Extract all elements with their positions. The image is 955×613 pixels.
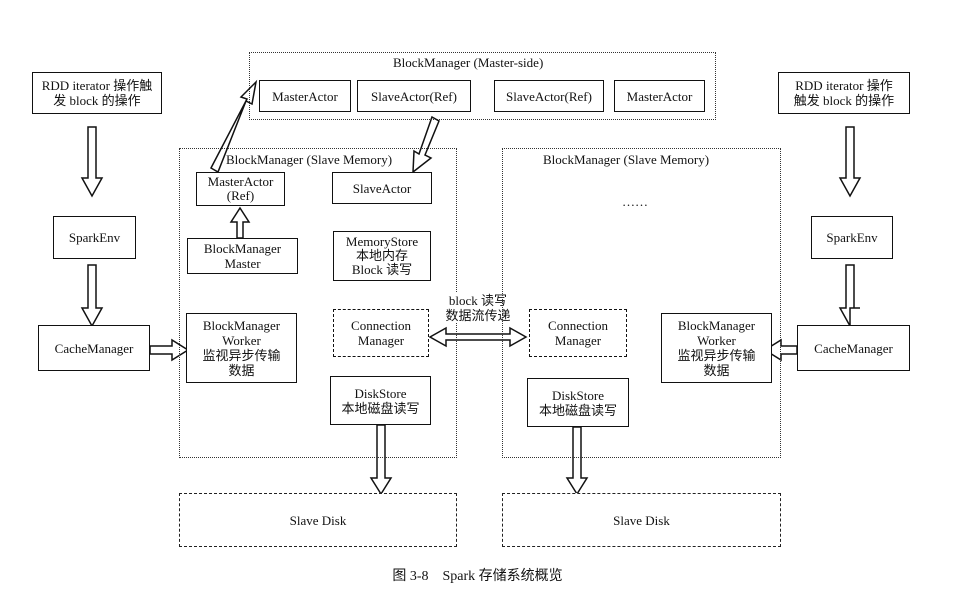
right-bm-worker-line2: Worker [697,333,736,348]
right-disk-store-line1: DiskStore [552,387,604,403]
left-disk-store-box: DiskStore 本地磁盘读写 [330,376,431,425]
right-bm-worker-line3: 监视异步传输 [677,348,756,363]
arrow-connection-transfer [428,326,528,348]
master-actor-box: MasterActor [259,80,351,112]
arrow-trigger-to-sparkenv-left [80,126,104,198]
bm-master-line1: BlockManager [203,241,282,256]
left-slave-memory-title: BlockManager (Slave Memory) [226,152,393,167]
transfer-label-line1: block 读写 [448,293,508,308]
left-rdd-trigger-box: RDD iterator 操作触 发 block 的操作 [32,72,162,114]
left-trigger-line1: RDD iterator 操作触 [41,78,153,93]
right-bm-worker-line1: BlockManager [677,318,756,333]
master-actor-ref-line1: MasterActor [207,174,274,189]
right-trigger-line2: 触发 block 的操作 [793,93,895,108]
left-bm-worker-line4: 数据 [228,363,255,378]
right-bm-worker-line4: 数据 [703,363,730,378]
bm-master-box: BlockManager Master [187,238,298,274]
left-disk-store-line1: DiskStore [354,385,407,401]
master-actor-ref-line2: (Ref) [226,188,255,203]
master-actor-box-2: MasterActor [614,80,705,112]
left-cachemanager-box: CacheManager [38,325,150,371]
slave-actor-box: SlaveActor [332,172,432,204]
right-disk-store-line2: 本地磁盘读写 [538,402,617,418]
master-side-title: BlockManager (Master-side) [391,55,546,71]
memory-store-line3: Block 读写 [351,262,413,277]
figure-caption: 图 3-8 Spark 存储系统概览 [392,569,563,584]
right-connection-manager-box: Connection Manager [529,309,627,357]
master-actor-ref-box: MasterActor (Ref) [196,172,285,206]
right-slave-memory-title: BlockManager (Slave Memory) [543,152,710,167]
transfer-label: block 读写 数据流传递 [440,293,516,323]
left-connection-line2: Manager [357,333,405,348]
right-slave-memory-region [502,148,781,458]
left-slave-disk: Slave Disk [179,493,457,547]
arrow-diskstore-to-disk-left [369,424,393,496]
arrow-cache-to-worker-left [149,338,190,362]
slave-actor-ref-box-2: SlaveActor(Ref) [494,80,604,112]
arrow-trigger-to-sparkenv-right [838,126,862,198]
right-disk-store-box: DiskStore 本地磁盘读写 [527,378,629,427]
memory-store-line2: 本地内存 [355,248,408,263]
right-rdd-trigger-box: RDD iterator 操作 触发 block 的操作 [778,72,910,114]
transfer-label-line2: 数据流传递 [445,308,511,323]
memory-store-box: MemoryStore 本地内存 Block 读写 [333,231,431,281]
right-trigger-line1: RDD iterator 操作 [795,78,893,93]
arrow-diskstore-to-disk-right [565,426,589,496]
arrow-actorref-to-masteractor [210,79,258,174]
left-disk-store-line2: 本地磁盘读写 [341,400,420,416]
right-slave-disk: Slave Disk [502,493,781,547]
arrow-slaveactorref-to-slaveactor [412,115,440,174]
arrow-sparkenv-to-cache-left [80,264,104,328]
right-ellipsis: …… [622,194,648,209]
right-connection-line2: Manager [554,333,602,348]
left-bm-worker-line3: 监视异步传输 [202,348,281,363]
left-connection-line1: Connection [351,318,411,333]
memory-store-line1: MemoryStore [345,234,419,249]
left-trigger-line2: 发 block 的操作 [53,93,141,108]
left-connection-manager-box: Connection Manager [333,309,429,357]
right-connection-line1: Connection [548,318,608,333]
master-side-region [249,52,716,120]
bm-master-line2: Master [224,256,261,271]
right-sparkenv-box: SparkEnv [811,216,893,259]
left-sparkenv-box: SparkEnv [53,216,136,259]
right-cachemanager-box: CacheManager [797,325,910,371]
left-bm-worker-line1: BlockManager [202,318,281,333]
left-bm-worker-box: BlockManager Worker 监视异步传输 数据 [186,313,297,383]
left-bm-worker-line2: Worker [222,333,261,348]
arrow-cache-to-worker-right [763,338,798,362]
right-bm-worker-box: BlockManager Worker 监视异步传输 数据 [661,313,772,383]
slave-actor-ref-box-1: SlaveActor(Ref) [357,80,471,112]
arrow-bmmaster-to-actorref [229,206,251,239]
arrow-sparkenv-to-cache-right [838,264,860,329]
